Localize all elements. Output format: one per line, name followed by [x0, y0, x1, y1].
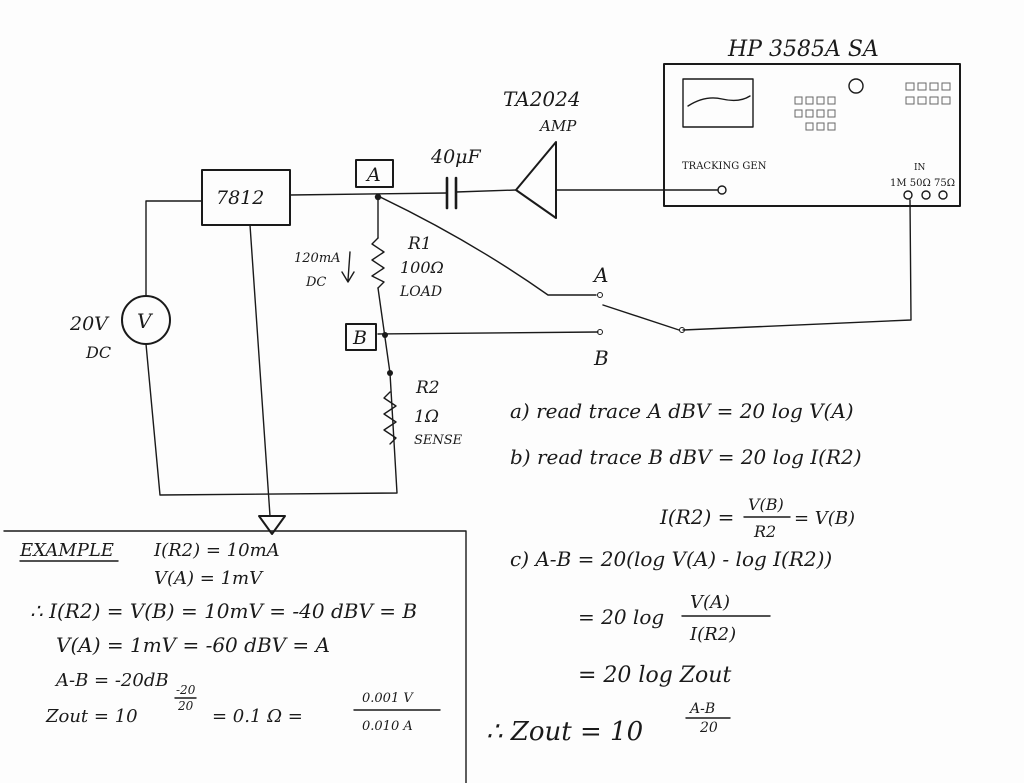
source-type: DC [85, 343, 111, 362]
resistor-r2: R2 1Ω SENSE [383, 378, 463, 448]
example-heading: EXAMPLE [19, 540, 114, 561]
line2-num: V(A) [690, 592, 730, 613]
example-given1: I(R2) = 10mA [153, 540, 280, 561]
current-type: DC [305, 275, 326, 290]
tracking-gen-label: TRACKING GEN [682, 161, 767, 172]
r2-role: SENSE [414, 433, 463, 448]
i-r2-rhs: = V(B) [794, 508, 855, 529]
node-b-label: B [345, 323, 377, 351]
resistor-r1: R1 100Ω LOAD [371, 234, 444, 300]
example-line4-lhs: Zout = 10 [45, 706, 138, 727]
example-line1: ∴ I(R2) = V(B) = 10mV = -40 dBV = B [30, 599, 417, 623]
example-exp-den: 20 [177, 699, 194, 713]
input-port-50-icon [921, 190, 931, 200]
analyzer-keypad-icon [794, 82, 951, 131]
screen-trace-icon [687, 95, 751, 107]
switch-pos-a: A [592, 263, 608, 287]
r1-name: R1 [407, 234, 432, 254]
voltage-source: V 20V DC [69, 295, 171, 362]
svg-text:A: A [365, 164, 381, 186]
amplifier: TA2024 AMP [503, 87, 581, 219]
wires [145, 189, 912, 517]
regulator: 7812 [201, 169, 291, 226]
result-lhs: ∴ Zout = 10 [486, 717, 643, 747]
r1-role: LOAD [399, 284, 442, 300]
procedure-notes: a) read trace A dBV = 20 log V(A) b) rea… [486, 399, 862, 747]
current-note: 120mA DC [294, 251, 355, 290]
analyzer-title: HP 3585A SA [727, 37, 879, 62]
svg-text:B: B [352, 327, 367, 349]
analyzer-screen [682, 78, 754, 128]
i-r2-lhs: I(R2) = [659, 505, 734, 529]
example-given2: V(A) = 1mV [154, 568, 264, 589]
example-line4-mid: = 0.1 Ω = [212, 706, 303, 727]
example-line3: A-B = -20dB [54, 670, 169, 691]
example-line2: V(A) = 1mV = -60 dBV = A [56, 633, 330, 657]
input-port-1m-icon [903, 190, 913, 200]
example-exp-num: -20 [176, 683, 196, 697]
result-exp-den: 20 [699, 720, 718, 736]
source-value: 20V [69, 313, 110, 335]
step-b: b) read trace B dBV = 20 log I(R2) [510, 445, 862, 469]
example-den: 0.010 A [362, 719, 413, 734]
step-c: c) A-B = 20(log V(A) - log I(R2)) [510, 547, 832, 571]
spectrum-analyzer: HP 3585A SA TRACKING GEN IN 1M 50Ω 75Ω [663, 37, 961, 207]
amp-triangle-icon [515, 141, 557, 219]
amp-name: TA2024 [503, 87, 581, 111]
line3: = 20 log Zout [578, 663, 731, 688]
source-symbol: V [137, 309, 154, 333]
step-a: a) read trace A dBV = 20 log V(A) [510, 399, 854, 423]
amp-sub: AMP [538, 117, 577, 135]
analyzer-in-label: IN [914, 163, 926, 173]
line2-lhs: = 20 log [578, 605, 664, 629]
analyzer-knob-icon [848, 78, 864, 94]
node-a-label: A [355, 159, 394, 188]
current-arrow-icon [341, 251, 355, 283]
input-port-75-icon [938, 190, 948, 200]
tracking-gen-port-icon [717, 185, 727, 195]
regulator-label: 7812 [216, 187, 264, 209]
example-num: 0.001 V [362, 691, 414, 706]
ground-icon [258, 515, 286, 535]
r2-name: R2 [415, 378, 440, 398]
switch-pos-b: B [593, 346, 609, 370]
i-r2-den: R2 [753, 522, 776, 541]
capacitor: 40μF [430, 146, 482, 210]
capacitor-label: 40μF [430, 146, 482, 168]
example-box: EXAMPLE I(R2) = 10mA V(A) = 1mV ∴ I(R2) … [3, 530, 467, 783]
r1-value: 100Ω [400, 258, 444, 277]
analyzer-input-spec: 1M 50Ω 75Ω [890, 178, 955, 189]
current-value: 120mA [294, 251, 341, 266]
i-r2-num: V(B) [748, 495, 784, 514]
result-exp-num: A-B [688, 701, 715, 717]
r2-value: 1Ω [414, 407, 439, 427]
line2-den: I(R2) [689, 624, 736, 645]
